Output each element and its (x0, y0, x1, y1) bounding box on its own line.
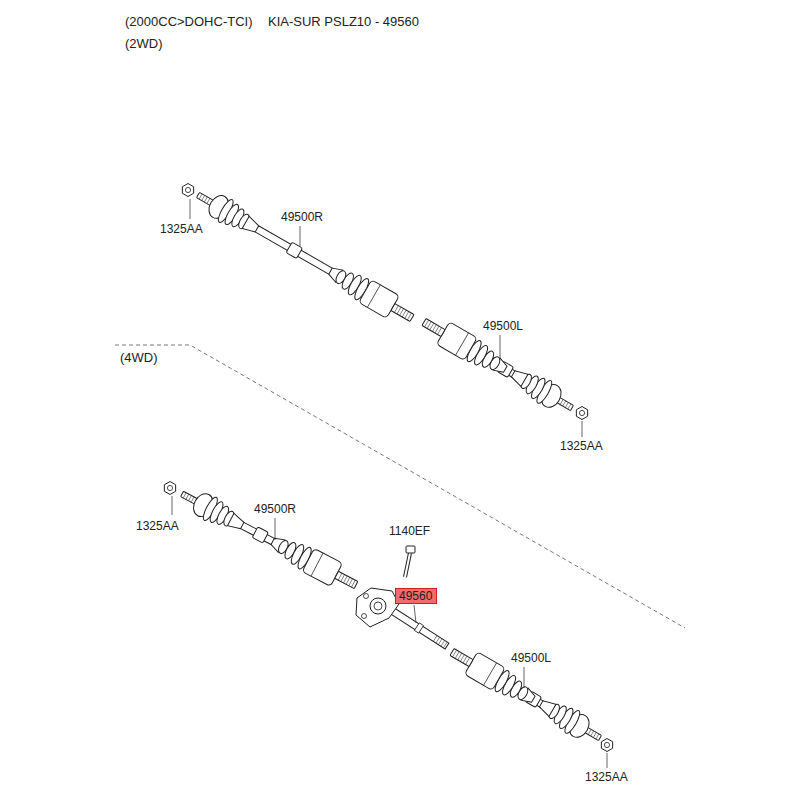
leader-line (582, 421, 583, 437)
leader-line (414, 605, 416, 623)
highlighted-part-number: 49560 (395, 588, 437, 604)
drive-shaft (192, 184, 419, 330)
hex-nut (576, 407, 587, 420)
part-number: 49500R (254, 502, 296, 516)
leader-line (172, 496, 173, 515)
separator-line (115, 345, 685, 628)
drive-shaft (445, 641, 606, 749)
hex-nut (164, 482, 175, 495)
bearing-bracket (356, 588, 399, 627)
header-note: (4WD) (120, 350, 158, 365)
hex-nut (601, 739, 612, 752)
drive-shaft (176, 482, 362, 596)
leader-line (275, 518, 276, 540)
part-number: 1325AA (160, 222, 203, 236)
part-number: 49560 (399, 589, 433, 603)
leader-line (300, 226, 301, 246)
leader-line (607, 753, 608, 768)
part-number: 49500R (281, 210, 323, 224)
leader-line (500, 335, 501, 358)
leader-line (524, 667, 525, 688)
header-note: KIA-SUR PSLZ10 - 49560 (268, 14, 419, 29)
hex-nut (182, 184, 193, 197)
part-number: 49500L (483, 319, 523, 333)
header-note: (2000CC>DOHC-TCI) (125, 14, 253, 29)
part-number: 1140EF (389, 524, 430, 538)
bolt (405, 546, 415, 577)
header-note: (2WD) (125, 36, 163, 51)
drive-shaft (417, 311, 578, 419)
part-number: 49500L (511, 651, 551, 665)
part-number: 1325AA (560, 439, 603, 453)
leader-line (190, 199, 191, 219)
part-number: 1325AA (136, 519, 179, 533)
part-number: 1325AA (585, 770, 628, 784)
